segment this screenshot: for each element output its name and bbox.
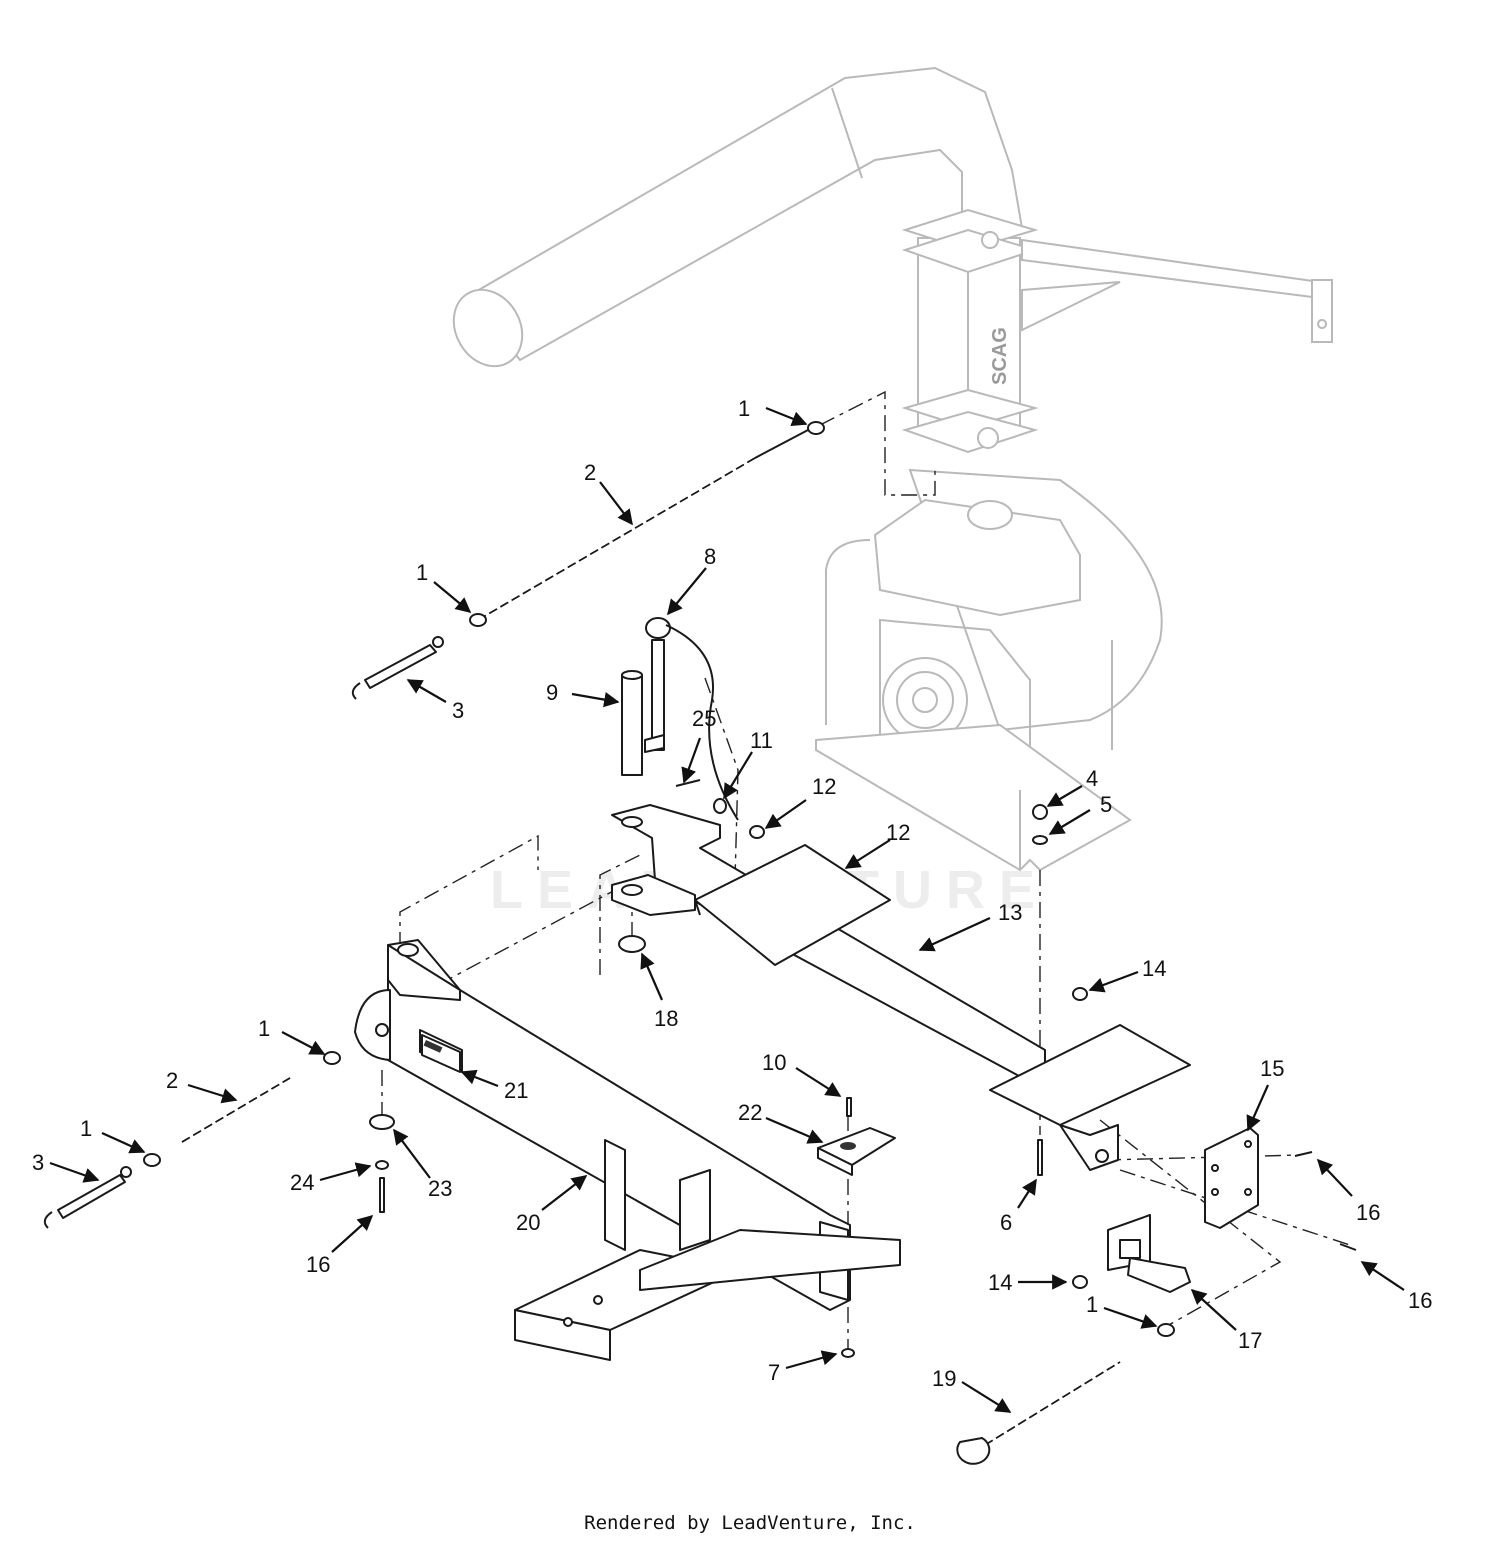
callout-1: 1 — [80, 1116, 92, 1141]
callout-12: 12 — [886, 820, 910, 845]
lower-tie-down-chain — [143, 1051, 341, 1167]
callout-leaders — [49, 406, 1405, 1413]
upper-turnbuckle — [351, 636, 444, 700]
callout-22: 22 — [738, 1100, 762, 1125]
callout-5: 5 — [1100, 792, 1112, 817]
callout-11: 11 — [750, 728, 773, 753]
warning-decal — [421, 1034, 461, 1073]
hitch-pin — [644, 617, 739, 821]
callout-12: 12 — [812, 774, 836, 799]
callout-1: 1 — [416, 560, 428, 585]
safety-chain — [956, 1323, 1175, 1465]
latch-handle — [1107, 1214, 1191, 1293]
callout-14: 14 — [988, 1270, 1012, 1295]
callout-8: 8 — [704, 544, 716, 569]
callout-16: 16 — [1356, 1200, 1380, 1225]
callout-13: 13 — [998, 900, 1022, 925]
callout-18: 18 — [654, 1006, 678, 1031]
callout-2: 2 — [584, 460, 596, 485]
scag-brand-mark: SCAG — [989, 327, 1011, 385]
callout-1: 1 — [738, 396, 750, 421]
callout-19: 19 — [932, 1366, 956, 1391]
callout-labels: 1 2 1 3 8 9 25 11 12 12 4 5 13 18 14 1 2… — [32, 396, 1432, 1391]
callout-24: 24 — [290, 1170, 314, 1195]
upper-tie-down-chain — [469, 421, 825, 627]
wedge-block — [817, 1127, 896, 1176]
callout-21: 21 — [504, 1078, 528, 1103]
callout-17: 17 — [1238, 1328, 1262, 1353]
callout-23: 23 — [428, 1176, 452, 1201]
callout-15: 15 — [1260, 1056, 1284, 1081]
callout-3: 3 — [32, 1150, 44, 1175]
callout-6: 6 — [1000, 1210, 1012, 1235]
hitch-frame — [354, 939, 901, 1361]
callout-3: 3 — [452, 698, 464, 723]
callout-10: 10 — [762, 1050, 786, 1075]
callout-2: 2 — [166, 1068, 178, 1093]
callout-1: 1 — [1086, 1292, 1098, 1317]
mount-tongue — [611, 804, 1191, 1171]
callout-1: 1 — [258, 1016, 270, 1041]
lower-turnbuckle — [43, 1166, 132, 1229]
callout-20: 20 — [516, 1210, 540, 1235]
callout-25: 25 — [692, 706, 716, 731]
callout-7: 7 — [768, 1360, 780, 1385]
rendered-by-credit: Rendered by LeadVenture, Inc. — [584, 1512, 916, 1534]
callout-16: 16 — [306, 1252, 330, 1277]
callout-16: 16 — [1408, 1288, 1432, 1313]
callout-14: 14 — [1142, 956, 1166, 981]
pin-sleeve — [621, 670, 643, 776]
callout-9: 9 — [546, 680, 558, 705]
blower-assembly-ghost: SCAG — [452, 66, 1333, 872]
callout-4: 4 — [1086, 766, 1098, 791]
